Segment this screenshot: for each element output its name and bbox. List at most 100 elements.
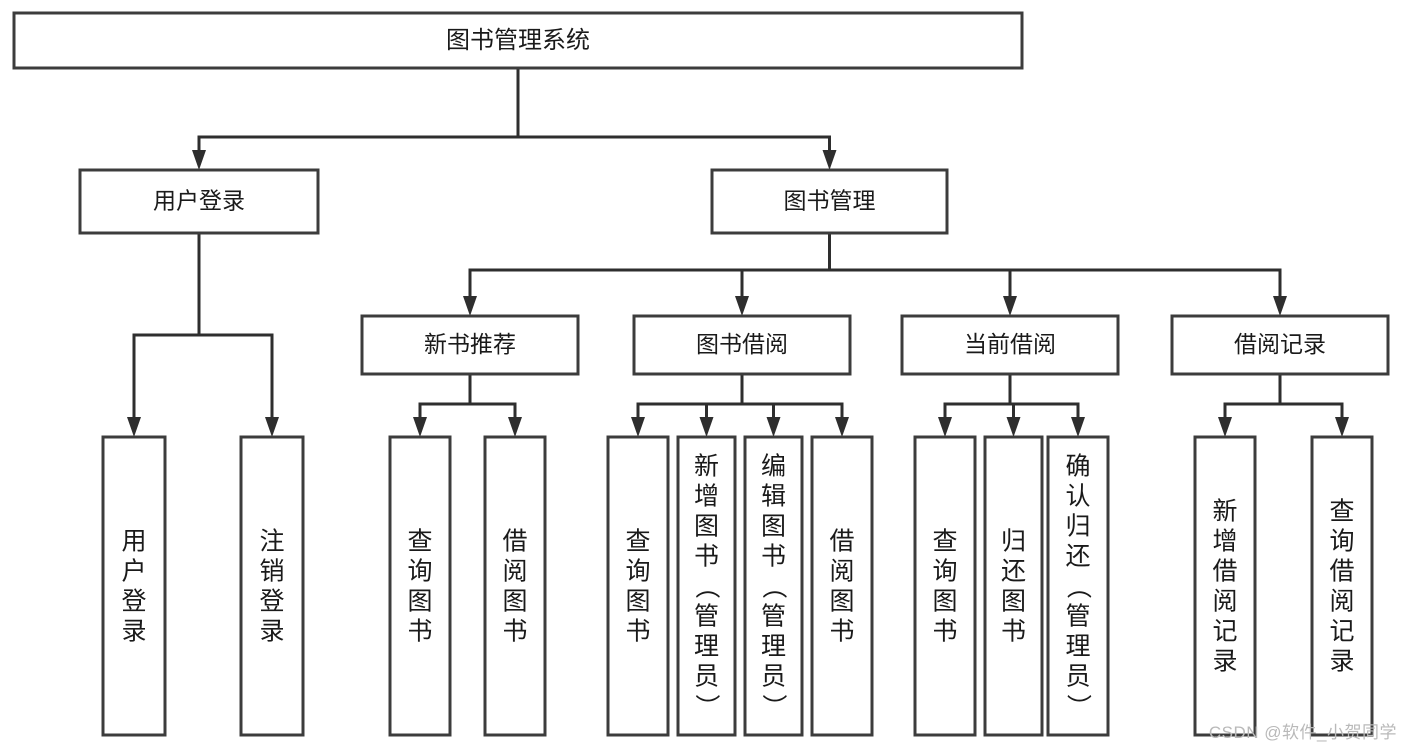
arrow-head-icon [265,417,279,437]
leaf-label-char: ） [693,694,721,719]
leaf-label-char: 新 [694,452,719,480]
leaf-label-char: 理 [761,632,786,660]
arrow-head-icon [766,417,781,437]
leaf-label-char: 图 [625,587,650,615]
node-box[interactable] [743,435,804,737]
node-label: 当前借阅 [964,331,1056,357]
leaf-label-char: 书 [625,617,650,645]
leaf-label-char: 图 [761,512,786,540]
leaf-label-char: 书 [761,542,786,570]
node-box[interactable] [101,435,167,737]
leaf-label-char: 注 [259,527,284,555]
arrow-head-icon [822,150,837,170]
leaf-label-char: 查 [625,527,650,555]
node-box[interactable] [78,168,320,235]
node-box[interactable] [360,314,580,376]
leaf-label-char: 图 [829,587,854,615]
branch-node[interactable]: 借阅记录 [1170,314,1390,376]
leaf-label-char: （ [693,574,721,599]
leaf-label-char: 阅 [502,557,527,585]
arrow-head-icon [735,296,749,316]
leaf-label-char: 录 [1212,647,1237,675]
node-box[interactable] [710,168,949,235]
node-box[interactable] [1046,435,1110,737]
node-box[interactable] [810,435,874,737]
branch-node[interactable]: 当前借阅 [900,314,1120,376]
leaf-label-char: 书 [1001,617,1026,645]
leaf-label-char: ） [1064,694,1092,719]
leaf-label-char: （ [760,574,788,599]
node-box[interactable] [1193,435,1257,737]
leaf-label-char: 记 [1329,617,1354,645]
node-box[interactable] [913,435,977,737]
node-box[interactable] [1310,435,1374,737]
leaf-label-char: 登 [121,587,146,615]
node-label: 新书推荐 [424,331,516,357]
arrow-head-icon [413,417,427,437]
leaf-label-char: 归 [1065,512,1090,540]
arrow-head-icon [1218,417,1232,437]
node-label: 图书管理系统 [446,27,590,54]
leaf-label-char: 图 [1001,587,1026,615]
node-label: 借阅记录 [1234,331,1326,357]
node-box[interactable] [388,435,452,737]
node-box[interactable] [983,435,1044,737]
node-box[interactable] [239,435,305,737]
branch-node[interactable]: 用户登录 [78,168,320,235]
node-box[interactable] [676,435,737,737]
leaf-label-char: 查 [932,527,957,555]
leaf-label-char: 记 [1212,617,1237,645]
branch-node[interactable]: 图书借阅 [632,314,852,376]
leaf-label-char: 用 [121,527,146,555]
arrow-head-icon [1273,296,1287,316]
leaf-label-char: 书 [502,617,527,645]
node-box[interactable] [606,435,670,737]
leaf-label-char: 员 [761,662,786,690]
node-box[interactable] [12,11,1024,70]
arrow-head-icon [192,150,206,170]
leaf-label-char: 书 [829,617,854,645]
arrow-head-icon [1003,296,1017,316]
leaf-label-char: 询 [1329,527,1354,555]
leaf-label-char: 查 [407,527,432,555]
leaf-label-char: 询 [625,557,650,585]
arrow-head-icon [1335,417,1349,437]
leaf-label-char: 书 [932,617,957,645]
arrow-head-icon [699,417,714,437]
branch-node[interactable]: 图书管理 [710,168,949,235]
leaf-label-char: 还 [1001,557,1026,585]
leaf-label-char: 录 [1329,647,1354,675]
leaf-label-char: 确 [1065,452,1090,480]
node-box[interactable] [1170,314,1390,376]
leaf-label-char: 录 [259,617,284,645]
leaf-label-char: 增 [1212,527,1237,555]
leaf-label-char: 阅 [1212,587,1237,615]
arrow-head-icon [1071,417,1085,437]
leaf-label-char: 理 [1065,632,1090,660]
root-node[interactable]: 图书管理系统 [12,11,1024,70]
arrow-head-icon [1006,417,1021,437]
branch-node[interactable]: 新书推荐 [360,314,580,376]
node-box[interactable] [483,435,547,737]
leaf-node[interactable]: 用户登录 [101,435,167,737]
node-box[interactable] [900,314,1120,376]
leaf-label-char: 借 [829,527,854,555]
node-label: 图书借阅 [696,331,788,357]
node-box[interactable] [632,314,852,376]
leaf-label-char: 户 [121,557,146,585]
leaf-label-char: 员 [694,662,719,690]
leaf-label-char: 理 [694,632,719,660]
